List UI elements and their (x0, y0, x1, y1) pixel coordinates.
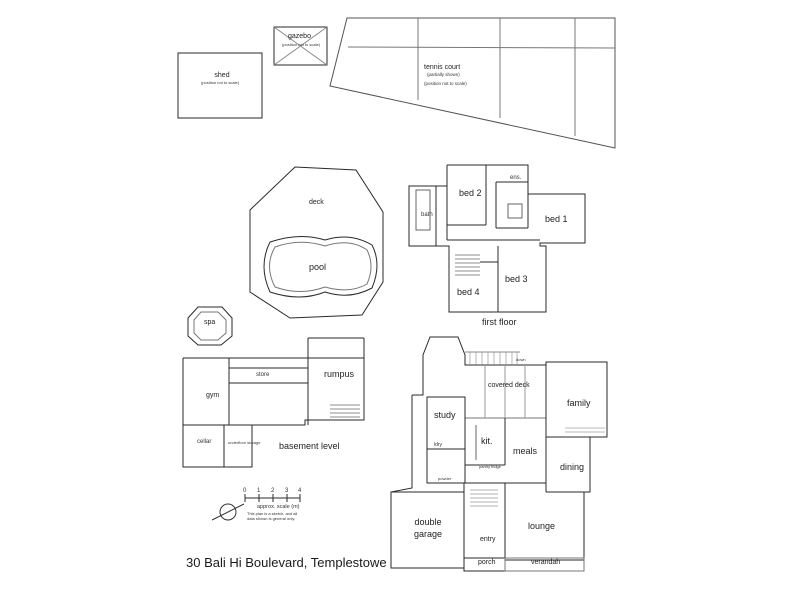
scale-tick-1: 1 (257, 488, 261, 494)
scale-tick-3: 3 (285, 488, 289, 494)
first-floor-outline (408, 164, 586, 313)
bath-label: bath (421, 212, 433, 218)
address-title: 30 Bali Hi Boulevard, Templestowe (186, 555, 387, 570)
deck-outline (249, 166, 384, 319)
bed4-label: bed 4 (457, 287, 480, 297)
double-garage-label: double garage (413, 517, 443, 539)
meals-label: meals (513, 446, 538, 456)
bed1-label: bed 1 (545, 214, 568, 224)
tennis-court-outline (329, 17, 616, 149)
fridge-label: fridge (491, 464, 502, 469)
shed-label: shed (214, 72, 230, 79)
shed-outline (177, 52, 263, 119)
rumpus-label: rumpus (324, 369, 355, 379)
first-floor-title: first floor (482, 317, 517, 327)
tennis-court-label: tennis court (424, 64, 461, 71)
powder-label: powder (438, 476, 452, 481)
spa-label: spa (204, 319, 216, 326)
bed2-label: bed 2 (459, 188, 482, 198)
study-label: study (434, 410, 456, 420)
underfloor-label: underfloor storage (228, 440, 261, 445)
store-label: store (256, 372, 270, 378)
basement-outline (182, 357, 365, 468)
compass-icon (219, 503, 237, 521)
gazebo-note: (position not to scale) (282, 42, 321, 47)
tennis-court-note: (position not to scale) (424, 81, 467, 86)
gazebo-label: gazebo (288, 33, 311, 40)
pantry-label: pantry (479, 464, 491, 469)
cellar-label: cellar (197, 439, 212, 445)
pool-outline (263, 236, 378, 298)
family-label: family (567, 398, 591, 408)
porch-label: porch (478, 559, 496, 566)
kitchen-label: kit. (481, 436, 493, 446)
gazebo-outline (273, 26, 328, 66)
covered-deck-label: covered deck (488, 382, 530, 389)
dining-label: dining (560, 462, 585, 472)
basement-title: basement level (279, 441, 340, 451)
tennis-court-sub: (partially shown) (427, 72, 460, 77)
gym-label: gym (206, 392, 220, 399)
scale-label: approx. scale (m) (257, 504, 300, 510)
lounge-label: lounge (528, 521, 556, 531)
spa-outline (187, 306, 233, 346)
deck-label: deck (309, 199, 324, 206)
ensuite-label: ens. (510, 175, 522, 181)
bed3-label: bed 3 (505, 274, 528, 284)
stair-down-label: down (516, 357, 526, 362)
scale-tick-0: 0 (243, 488, 247, 494)
scale-tick-2: 2 (271, 488, 275, 494)
scale-tick-4: 4 (298, 488, 302, 494)
laundry-label: ldry (434, 442, 443, 448)
shed-note: (position not to scale) (201, 80, 240, 85)
entry-label: entry (480, 536, 496, 543)
pool-label: pool (309, 262, 327, 272)
scale-note: This plan is a sketch, and all data show… (247, 511, 298, 521)
verandah-label: verandah (531, 559, 561, 566)
